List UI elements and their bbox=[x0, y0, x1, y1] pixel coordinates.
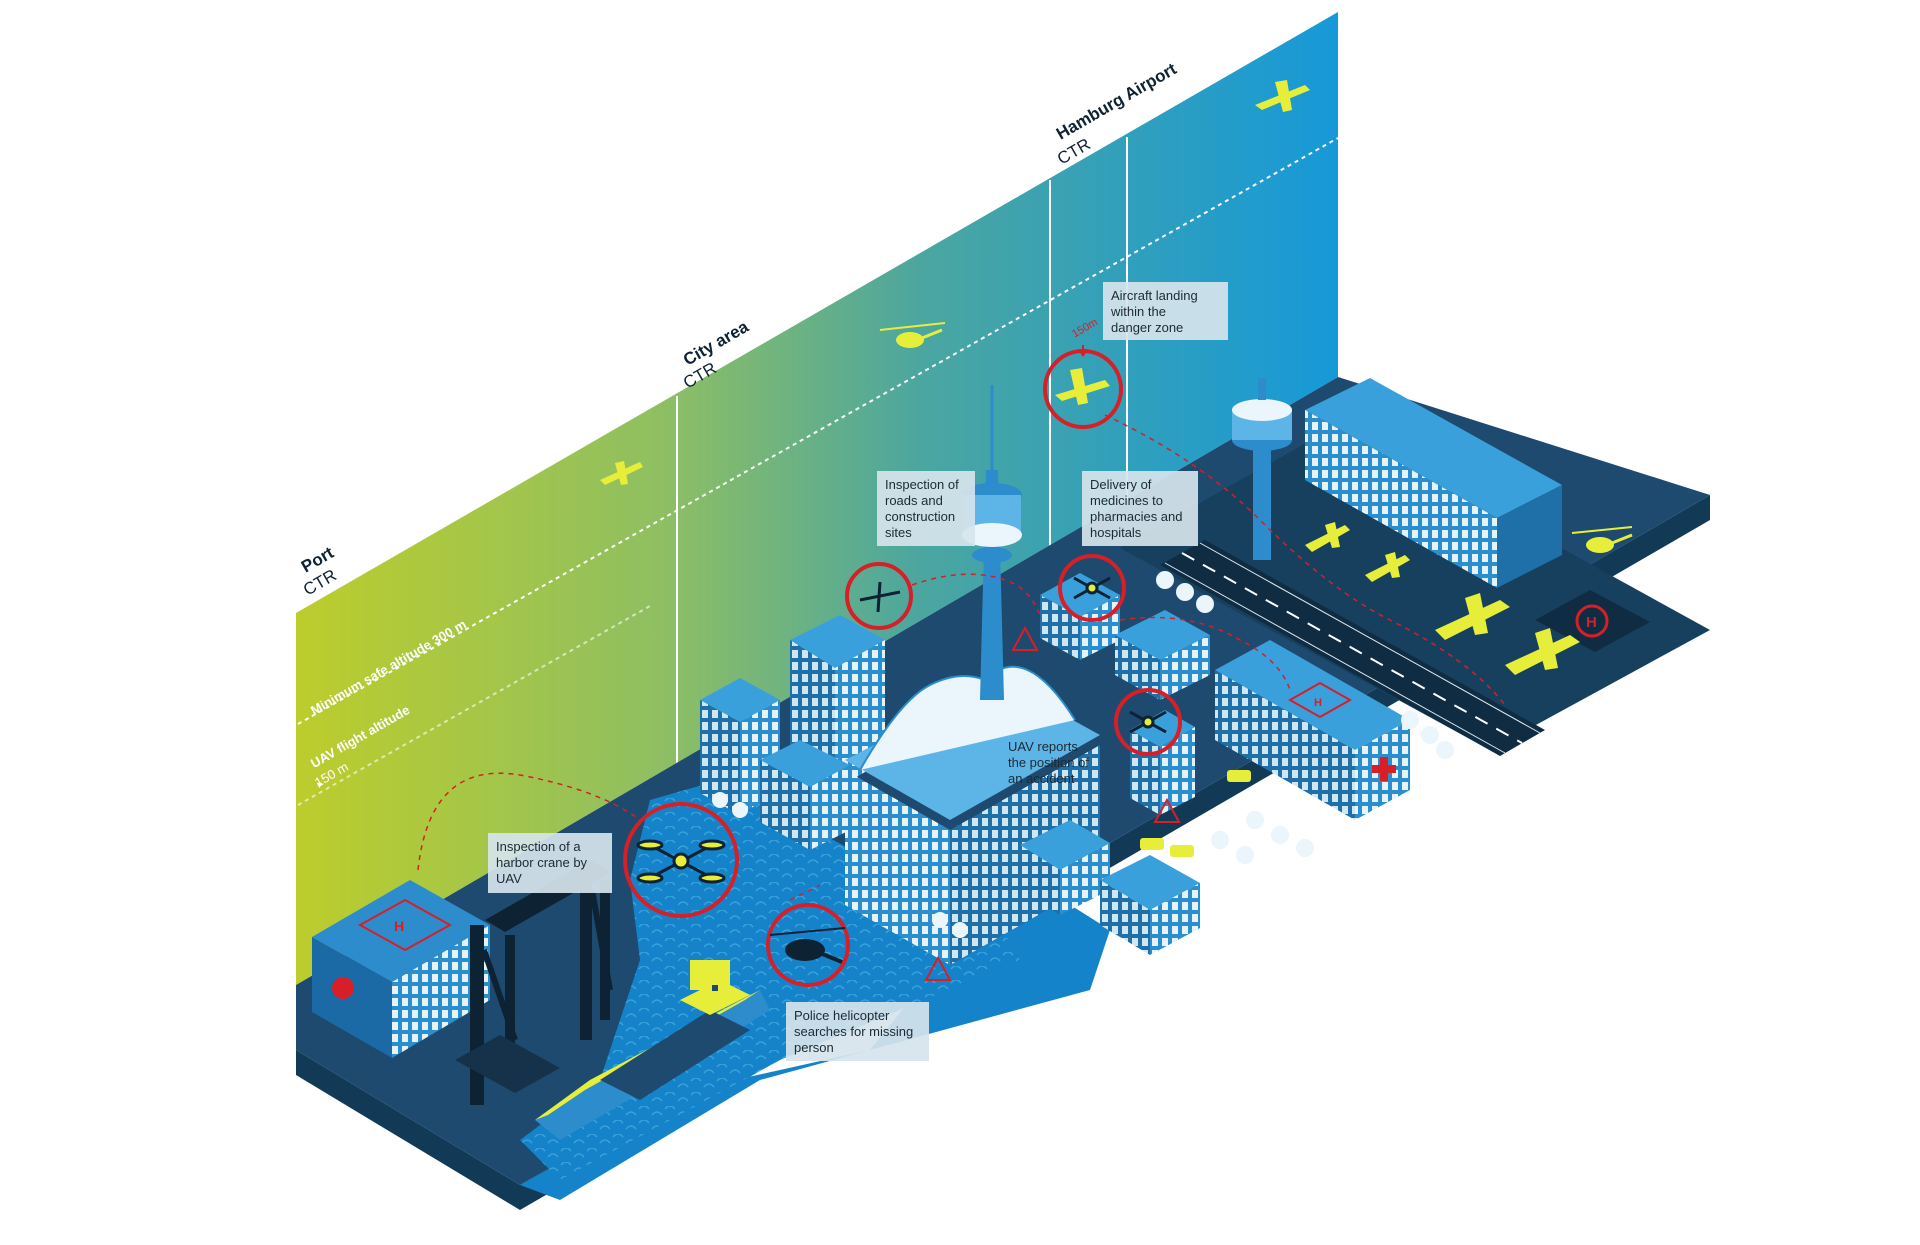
callout-aircraft-line3: danger zone bbox=[1111, 320, 1184, 335]
callout-police: Police helicopter searches for missing p… bbox=[786, 1002, 929, 1061]
helicopter-icon bbox=[879, 322, 1633, 553]
warning-icon bbox=[924, 625, 1181, 981]
airplane-icon bbox=[600, 80, 1310, 485]
callout-police-line2: searches for missing bbox=[794, 1024, 914, 1039]
callout-accident-line2: the position of bbox=[1008, 755, 1089, 770]
port-building-left bbox=[312, 937, 392, 1058]
airspace-wall bbox=[296, 12, 1338, 985]
airport-terminal bbox=[1305, 378, 1562, 588]
trees bbox=[712, 571, 1454, 938]
callout-aircraft: Aircraft landing within the danger zone bbox=[1103, 282, 1228, 340]
svg-text:H: H bbox=[1314, 697, 1322, 709]
ground-base-side bbox=[296, 495, 1710, 1210]
port-building-right bbox=[392, 925, 490, 1058]
callout-roads-line3: construction bbox=[885, 509, 956, 524]
helipad-icon: H bbox=[1535, 590, 1650, 652]
callout-roads-line4: sites bbox=[885, 525, 912, 540]
svg-text:H: H bbox=[1586, 614, 1597, 631]
uav-altitude-marker: ▼ bbox=[315, 780, 324, 790]
flight-paths bbox=[417, 414, 1506, 901]
callout-police-line1: Police helicopter bbox=[794, 1008, 890, 1023]
callout-police-line3: person bbox=[794, 1040, 834, 1055]
callout-roads-line1: Inspection of bbox=[885, 477, 959, 492]
callout-crane: Inspection of a harbor crane by UAV bbox=[488, 833, 612, 893]
callout-crane-line1: Inspection of a bbox=[496, 839, 581, 854]
drone-icon bbox=[636, 576, 1167, 884]
callout-roads: Inspection of roads and construction sit… bbox=[877, 471, 975, 546]
taxis bbox=[1140, 770, 1251, 857]
city-building-cluster bbox=[700, 615, 885, 850]
control-tower-icon bbox=[1232, 378, 1292, 560]
lower-city-blocks bbox=[1020, 820, 1200, 955]
callout-medicine-line1: Delivery of bbox=[1090, 477, 1152, 492]
callout-aircraft-line1: Aircraft landing bbox=[1111, 288, 1198, 303]
tv-tower-icon bbox=[962, 385, 1022, 700]
port-logo-icon bbox=[332, 977, 354, 999]
callout-accident-line1: UAV reports bbox=[1008, 739, 1078, 754]
svg-text:H: H bbox=[394, 918, 404, 934]
hospital-cross-icon bbox=[1372, 757, 1396, 781]
min-safe-altitude-line bbox=[297, 137, 1339, 725]
callout-roads-line2: roads and bbox=[885, 493, 943, 508]
callout-crane-line3: UAV bbox=[496, 871, 522, 886]
callout-medicine: Delivery of medicines to pharmacies and … bbox=[1082, 471, 1198, 546]
callout-accident: UAV reports the position of an accident bbox=[1000, 733, 1105, 787]
port-helipad bbox=[357, 898, 453, 952]
callout-medicine-line3: pharmacies and bbox=[1090, 509, 1183, 524]
crane-icon bbox=[455, 860, 613, 1105]
callout-medicine-line2: medicines to bbox=[1090, 493, 1163, 508]
police-helicopter-icon bbox=[769, 927, 846, 964]
callout-medicine-line4: hospitals bbox=[1090, 525, 1142, 540]
hospital-building: H bbox=[1215, 640, 1410, 820]
ship-icon bbox=[535, 960, 770, 1140]
callout-aircraft-line2: within the bbox=[1111, 304, 1166, 319]
airplane-icon-apron bbox=[1305, 522, 1580, 675]
callout-crane-line2: harbor crane by bbox=[496, 855, 588, 870]
scenario-markers bbox=[623, 349, 1182, 987]
port-building-top bbox=[312, 880, 490, 982]
callout-accident-line3: an accident bbox=[1008, 771, 1075, 786]
uav-altitude-line bbox=[297, 605, 651, 806]
